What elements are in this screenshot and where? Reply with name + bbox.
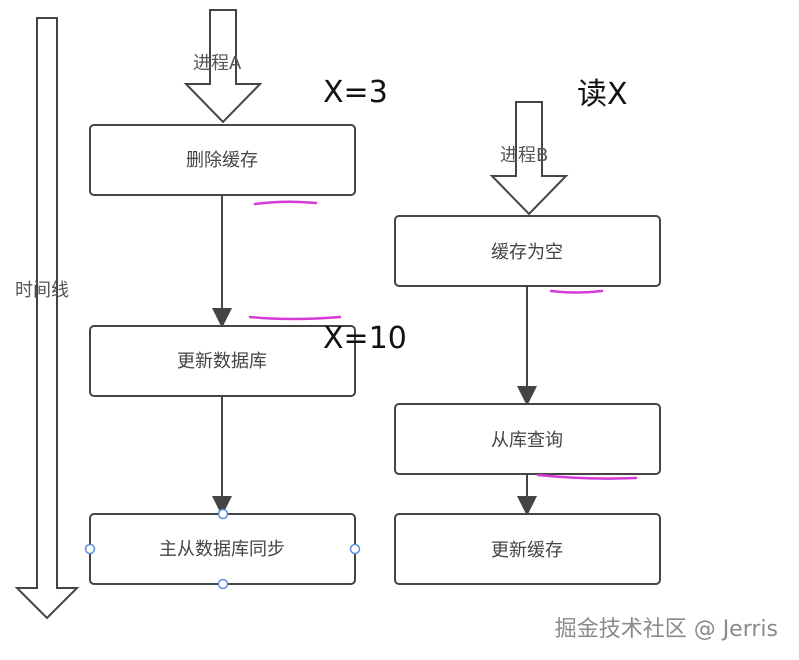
process-a-value-label: X=3: [323, 75, 388, 110]
process-a-step-2-label: 更新数据库: [177, 351, 267, 372]
process-a-step-delete-cache: [89, 124, 356, 196]
selection-handle-right[interactable]: [349, 543, 361, 555]
timeline-label: 时间线: [15, 280, 69, 301]
process-b-step-1-label: 缓存为空: [491, 242, 563, 263]
process-b-step-cache-empty: [394, 215, 661, 287]
process-b-step-2-label: 从库查询: [491, 430, 563, 451]
watermark: 掘金技术社区 @ Jerris: [555, 617, 778, 642]
timeline-arrow: [14, 17, 80, 620]
process-b-label: 进程B: [500, 145, 548, 166]
process-a-label: 进程A: [193, 53, 242, 74]
highlight-mark-1: [253, 200, 318, 206]
process-a-step-1-label: 删除缓存: [186, 150, 258, 171]
process-a-step-3-label: 主从数据库同步: [159, 539, 285, 560]
process-b-step-query-replica: [394, 403, 661, 475]
process-a-step-update-db: [89, 325, 356, 397]
process-b-entry-arrow: [489, 101, 569, 216]
selection-handle-left[interactable]: [84, 543, 96, 555]
process-a-value-after-update: X=10: [323, 321, 407, 356]
selection-handle-top[interactable]: [217, 508, 229, 520]
highlight-mark-3: [549, 289, 604, 294]
highlight-mark-2: [248, 315, 342, 321]
process-a-entry-arrow: [183, 9, 263, 124]
highlight-mark-4: [536, 473, 638, 480]
selection-handle-bottom[interactable]: [217, 578, 229, 590]
process-b-step-update-cache: [394, 513, 661, 585]
process-b-read-label: 读X: [577, 77, 628, 112]
process-b-step-3-label: 更新缓存: [491, 540, 563, 561]
